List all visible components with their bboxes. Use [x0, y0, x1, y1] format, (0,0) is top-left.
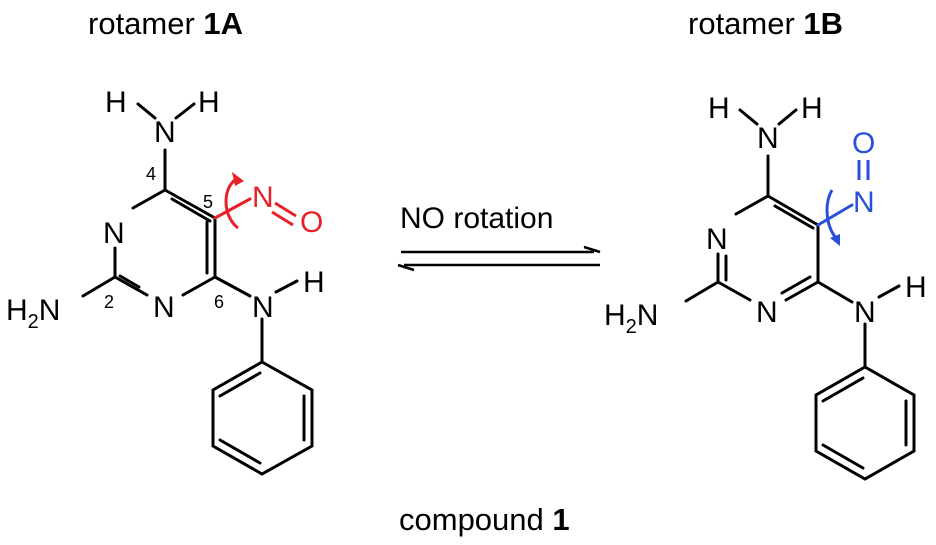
rotation-arrowhead-1a	[232, 172, 244, 186]
position-5-1a: 5	[203, 192, 213, 212]
nitroso-o-atom-1b: O	[852, 127, 875, 160]
nitroso-n-atom: N	[252, 181, 274, 214]
rotation-arrow-1a	[224, 176, 239, 230]
rotation-arrow-1b	[825, 189, 838, 239]
pyrimidine-ring-1a	[113, 188, 217, 297]
ring-n1-1b: N	[756, 296, 778, 329]
compound-title: compound 1	[399, 502, 570, 537]
rotamer-1a-structure: N O H H N N N N H H2N 4 5 2 6	[6, 86, 325, 476]
rotamer-1a-title: rotamer 1A	[88, 6, 243, 41]
ring-n1-1a: N	[153, 291, 175, 324]
nitroso-group-1b: N O	[816, 127, 875, 246]
amine-h-left-1b: H	[708, 92, 730, 125]
aniline-h-1b: H	[905, 271, 927, 304]
amino-nh2-1b: H2N	[604, 299, 658, 338]
ring-n3-1a: N	[103, 217, 125, 250]
phenyl-ring-1a	[211, 360, 314, 476]
amine-n-1b: N	[757, 122, 779, 155]
pyrimidine-ring-1b	[716, 194, 820, 302]
amino-nh2-1a: H2N	[6, 294, 60, 333]
aniline-h-1a: H	[303, 266, 325, 299]
phenyl-ring-1b	[814, 365, 916, 481]
substituent-bonds-1b	[684, 108, 901, 369]
nitroso-n-atom-1b: N	[853, 186, 875, 219]
amine-h-right-1a: H	[198, 86, 220, 119]
rotation-arrowhead-1b	[830, 234, 840, 246]
substituent-bonds-1a	[81, 102, 299, 364]
position-4-1a: 4	[146, 164, 156, 184]
amine-h-right-1b: H	[801, 92, 823, 125]
equilibrium-arrows: NO rotation	[397, 202, 601, 272]
arrow-label: NO rotation	[400, 202, 553, 235]
aniline-n-1a: N	[252, 291, 274, 324]
amine-h-left-1a: H	[105, 86, 127, 119]
rotamer-1b-structure: N O H H N N N N H H2N	[604, 92, 927, 481]
ring-n3-1b: N	[706, 223, 728, 256]
forward-arrowhead	[583, 245, 601, 254]
rotamer-1b-title: rotamer 1B	[688, 6, 843, 41]
position-2-1a: 2	[104, 292, 114, 312]
nitroso-o-atom: O	[300, 206, 323, 239]
position-6-1a: 6	[214, 292, 224, 312]
amine-n-1a: N	[154, 116, 176, 149]
nitroso-group-1a: N O	[213, 172, 323, 239]
aniline-n-1b: N	[854, 296, 876, 329]
reverse-arrowhead	[397, 263, 415, 272]
